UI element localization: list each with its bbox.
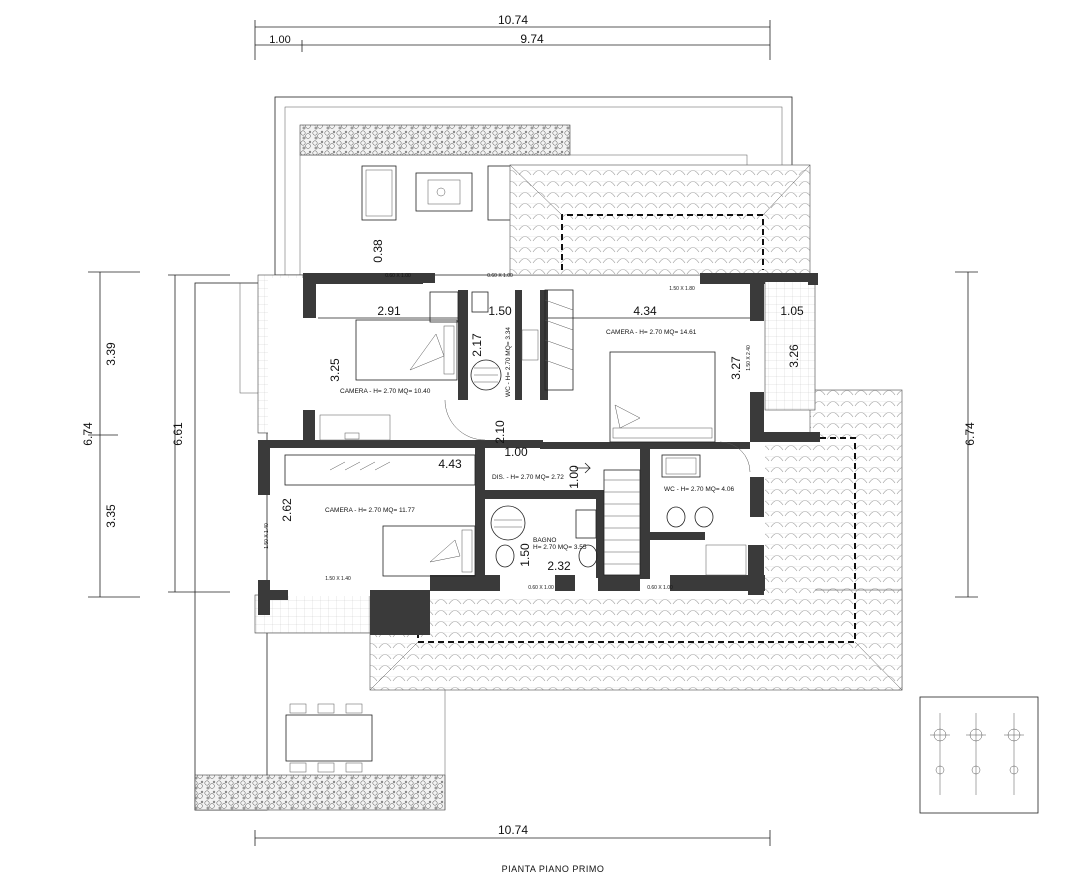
window-label-5: 0.60 X 1.00: [385, 273, 411, 279]
roof-tiles: [369, 164, 903, 691]
room-labels: 2.91 3.25 CAMERA - H= 2.70 MQ= 10.40 1.5…: [280, 239, 804, 573]
window-label-6: 0.60 X 1.00: [487, 273, 513, 279]
dim-left-inner: 6.61: [171, 422, 185, 446]
window-label-2: 1.50 X 2.40: [746, 345, 752, 371]
dis-width: 1.00: [504, 445, 528, 459]
window-label-8: 0.60 X 1.00: [647, 585, 673, 591]
window-labels: 1.50 X 1.80 1.50 X 2.40 1.50 X 1.40 1.50…: [264, 273, 752, 591]
window-label-4: 1.50 X 1.40: [325, 576, 351, 582]
furniture: [284, 289, 751, 577]
dim-right-outer: 6.74: [963, 422, 977, 446]
window-label-1: 1.50 X 1.80: [669, 286, 695, 292]
camera1-width: 2.91: [377, 304, 401, 318]
wc1-label: WC - H= 2.70 MQ= 3.34: [505, 327, 512, 397]
top-dimensions: 10.74 1.00 9.74: [254, 13, 771, 60]
dim-left-upper: 3.39: [104, 342, 118, 366]
right-dimensions: 6.74: [955, 271, 978, 598]
bagno-label-1: BAGNO: [533, 537, 556, 544]
interior-floor: [268, 278, 758, 596]
camera2-height: 3.27: [729, 356, 743, 380]
compass-icon: [919, 696, 1039, 814]
window-label-7: 0.60 X 1.00: [528, 585, 554, 591]
wc2-label: WC - H= 2.70 MQ= 4.06: [664, 486, 734, 493]
staircase: [575, 462, 641, 576]
walls: [258, 273, 820, 635]
dis-height: 2.10: [493, 420, 507, 444]
plan-title: PIANTA PIANO PRIMO: [502, 864, 605, 874]
balcony-height: 3.26: [787, 344, 801, 368]
dis-height2: 1.00: [567, 465, 581, 489]
top-misc: 0.38: [371, 239, 385, 263]
dim-top-right: 9.74: [520, 32, 544, 46]
dim-bottom-total: 10.74: [498, 823, 528, 837]
bagno-label-2: H= 2.70 MQ= 3.55: [533, 544, 587, 551]
camera3-label: CAMERA - H= 2.70 MQ= 11.77: [325, 507, 415, 514]
camera3-width: 4.43: [438, 457, 462, 471]
dis-label: DIS. - H= 2.70 MQ= 2.72: [492, 474, 564, 481]
camera1-height: 3.25: [328, 358, 342, 382]
left-dimensions: 6.74 3.39 3.35 6.61: [81, 271, 230, 598]
bottom-dimension: 10.74: [254, 823, 771, 846]
camera2-label: CAMERA - H= 2.70 MQ= 14.61: [606, 329, 697, 336]
bagno-width: 2.32: [547, 559, 571, 573]
wc1-height: 2.17: [470, 333, 484, 357]
dim-top-left: 1.00: [269, 34, 290, 46]
dim-left-outer: 6.74: [81, 422, 95, 446]
camera1-label: CAMERA - H= 2.70 MQ= 10.40: [340, 388, 431, 395]
camera3-height: 2.62: [280, 498, 294, 522]
camera2-width: 4.34: [633, 304, 657, 318]
bagno-height: 1.50: [518, 543, 532, 567]
dim-top-total: 10.74: [498, 13, 528, 27]
balcony-width: 1.05: [780, 304, 804, 318]
wc1-width: 1.50: [488, 304, 512, 318]
dim-left-lower: 3.35: [104, 504, 118, 528]
window-label-3: 1.50 X 1.40: [264, 523, 270, 549]
